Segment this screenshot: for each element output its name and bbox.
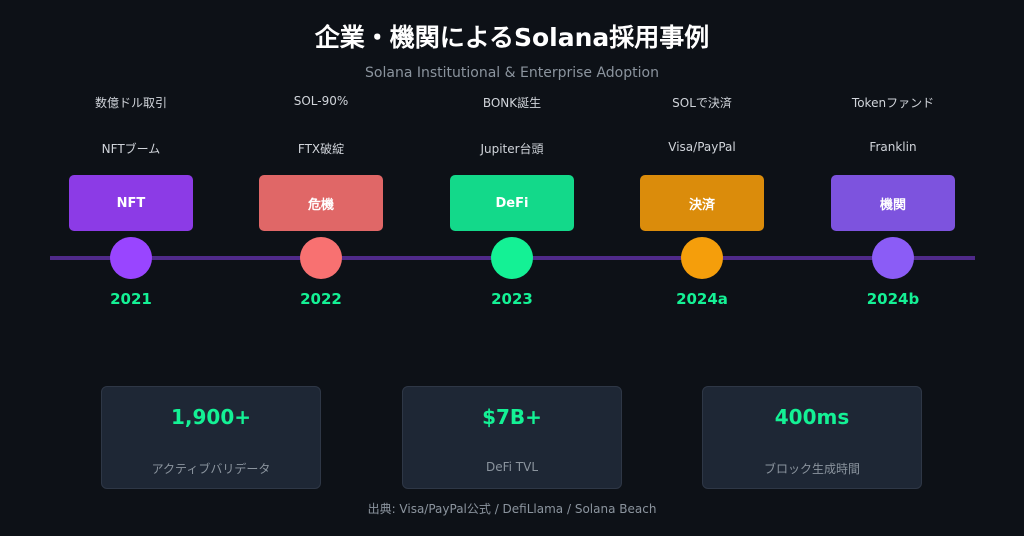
milestone-year: 2021 [110, 290, 152, 308]
stat-value: 1,900+ [170, 405, 252, 429]
milestone-year: 2024b [866, 290, 920, 308]
stat-card-validators: 1,900+ アクティブバリデータ [101, 386, 321, 489]
stat-card-tvl: $7B+ DeFi TVL [402, 386, 622, 489]
milestone-event: Visa/PayPal [668, 140, 736, 154]
milestone-detail: SOL-90% [293, 94, 349, 108]
milestone-tag-box: DeFi [450, 175, 574, 231]
milestone-dot [681, 237, 723, 279]
stat-value: 400ms [774, 405, 850, 429]
milestone-tag-box: 危機 [259, 175, 383, 231]
milestone-detail: SOLで決済 [672, 96, 732, 110]
milestone-dot [110, 237, 152, 279]
stat-label: DeFi TVL [485, 460, 539, 474]
stat-value: $7B+ [482, 405, 542, 429]
milestone-detail: Tokenファンド [851, 96, 935, 110]
page-subtitle: Solana Institutional & Enterprise Adopti… [365, 65, 659, 81]
milestone-tag-box: NFT [69, 175, 193, 231]
milestone-year: 2023 [491, 290, 533, 308]
milestone-event: Jupiter台頭 [480, 142, 544, 156]
milestone-year: 2022 [300, 290, 342, 308]
milestone-year: 2024a [676, 290, 728, 308]
milestone-event: NFTブーム [101, 142, 161, 156]
milestone-detail: BONK誕生 [482, 96, 542, 110]
stat-label: アクティブバリデータ [151, 462, 271, 476]
milestone-dot [491, 237, 533, 279]
milestone-event: Franklin [869, 140, 917, 154]
stat-card-block-time: 400ms ブロック生成時間 [702, 386, 922, 489]
milestone-dot [300, 237, 342, 279]
milestone-tag-box: 機関 [831, 175, 955, 231]
milestone-tag-box: 決済 [640, 175, 764, 231]
source-footer: 出典: Visa/PayPal公式 / DefiLlama / Solana B… [367, 502, 657, 516]
milestone-event: FTX破綻 [297, 142, 345, 156]
stat-label: ブロック生成時間 [763, 462, 860, 476]
page-title: 企業・機関によるSolana採用事例 [314, 23, 710, 52]
milestone-detail: 数億ドル取引 [94, 96, 167, 110]
milestone-dot [872, 237, 914, 279]
